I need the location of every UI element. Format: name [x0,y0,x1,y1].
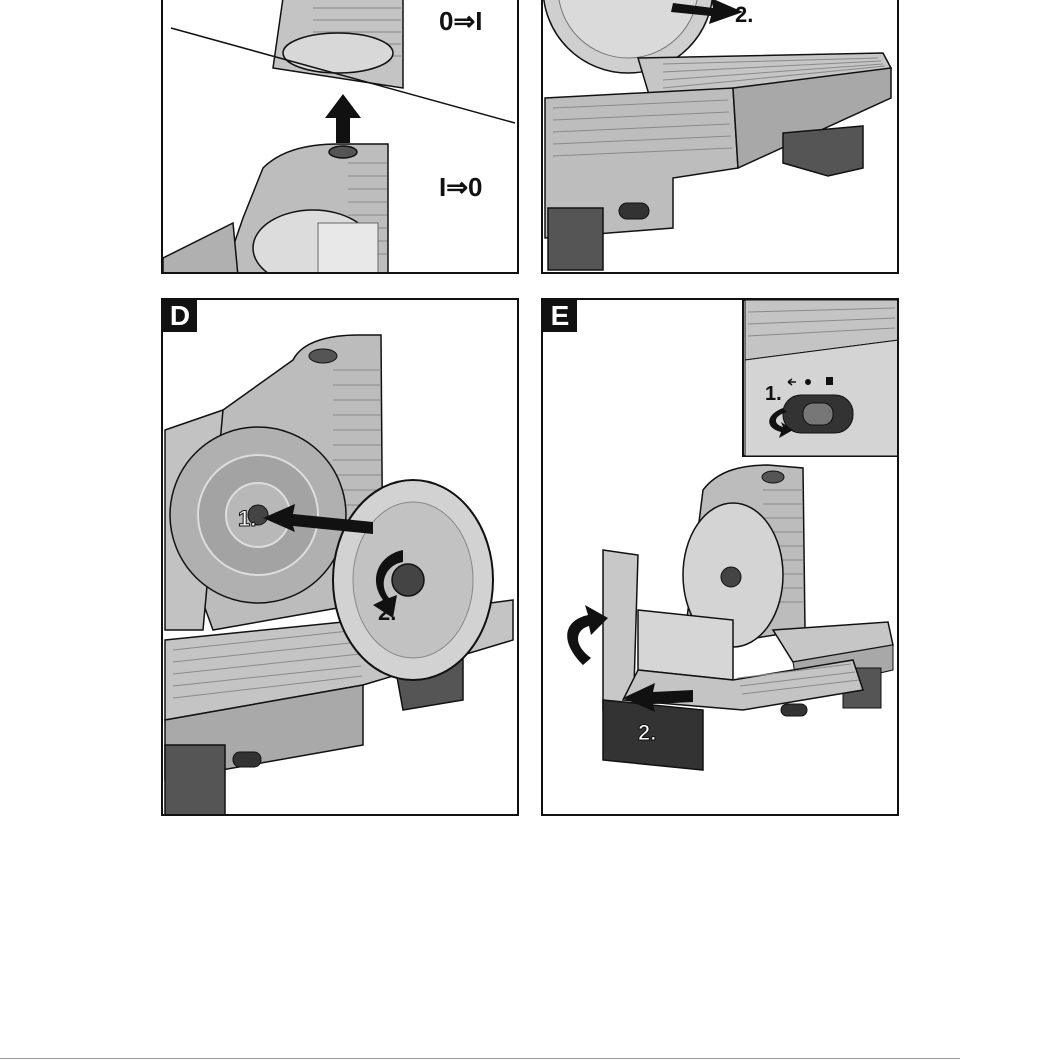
panel-letter: E [543,300,577,332]
step-2-label: 2. [735,2,753,27]
switch-off-label: I⇒0 [439,172,482,202]
inset-lock-detail: 1. [743,300,899,456]
step-2-label: 2. [638,720,656,745]
left-foot [165,745,225,816]
switch-on-label: 0⇒I [439,6,482,36]
switch-button-icon [329,146,357,158]
right-foot [783,126,863,176]
switch-icon [619,203,649,219]
up-arrow-icon [325,94,361,143]
panel-e-carriage-removal-diagram: 1. 2. E [541,298,899,816]
switch-button-icon [762,471,784,483]
step-1-label: 1. [238,506,256,531]
lock-icon [826,377,833,385]
upper-blade [283,33,393,73]
switch-icon [233,752,261,767]
panel-e-illustration: 1. 2. [543,300,899,816]
panel-letter: D [163,300,197,332]
panel-b-illustration: 0⇒I I⇒0 [163,0,519,274]
panel-b-switch-diagram: 0⇒I I⇒0 [161,0,519,274]
blade-hub [392,564,424,596]
panel-c-illustration: 2. [543,0,899,274]
panel-d-illustration: 1. 2. [163,300,519,816]
step-2-label: 2. [378,600,396,625]
lower-carriage [318,223,378,274]
step-1-label: 1. [765,383,782,405]
carriage-plate [638,610,733,680]
blade-hub [721,567,741,587]
lower-guard [163,223,238,274]
switch-icon [781,704,807,716]
curved-arrow-icon [567,605,608,665]
panel-d-blade-insertion-diagram: 1. 2. D [161,298,519,816]
panel-c-blade-removal-diagram: 2. [541,0,899,274]
footer-rule [0,1058,960,1059]
left-foot [548,208,603,270]
switch-button-icon [309,349,337,363]
